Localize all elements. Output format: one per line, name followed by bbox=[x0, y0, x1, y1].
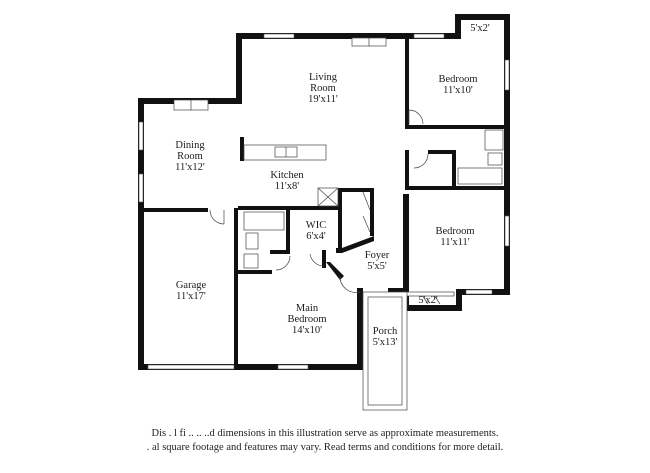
wic-name: WIC bbox=[306, 220, 326, 231]
bedroom-2-dimensions: 11'x11' bbox=[440, 237, 469, 248]
fixtures bbox=[243, 129, 504, 297]
dining-room-sub: Room bbox=[177, 151, 203, 162]
closet-2-dimensions: 5'x2' bbox=[418, 295, 438, 306]
garage-dimensions: 11'x17' bbox=[176, 291, 206, 302]
doors bbox=[173, 37, 441, 305]
windows bbox=[138, 33, 510, 370]
living-room-dimensions: 19'x11' bbox=[308, 94, 338, 105]
living-room-sub: Room bbox=[310, 83, 336, 94]
porch-name: Porch bbox=[373, 326, 398, 337]
bedroom-1-dimensions: 11'x10' bbox=[443, 85, 473, 96]
bedroom-1-name: Bedroom bbox=[438, 74, 477, 85]
interior-walls bbox=[140, 33, 508, 368]
garage-name: Garage bbox=[176, 280, 207, 291]
porch bbox=[362, 291, 408, 411]
disclaimer-line-1: Dis . l fi .. .. ..d dimensions in this … bbox=[151, 428, 499, 439]
living-room-name: Living bbox=[309, 72, 338, 83]
room-labels: Living Room 19'x11' Bedroom 11'x10' 5'x2… bbox=[175, 23, 490, 348]
main-bedroom-sub: Bedroom bbox=[287, 314, 326, 325]
kitchen-dimensions: 11'x8' bbox=[275, 181, 300, 192]
dining-room-dimensions: 11'x12' bbox=[175, 162, 205, 173]
main-bedroom-dimensions: 14'x10' bbox=[292, 325, 322, 336]
main-bedroom-name: Main bbox=[296, 303, 319, 314]
disclaimer-line-2: . al square footage and features may var… bbox=[146, 442, 504, 453]
dining-room-name: Dining bbox=[175, 140, 205, 151]
kitchen-name: Kitchen bbox=[270, 170, 304, 181]
foyer-dimensions: 5'x5' bbox=[367, 261, 387, 272]
porch-dimensions: 5'x13' bbox=[373, 337, 398, 348]
closet-1-dimensions: 5'x2' bbox=[470, 23, 490, 34]
bedroom-2-name: Bedroom bbox=[435, 226, 474, 237]
foyer-name: Foyer bbox=[365, 250, 390, 261]
wic-dimensions: 6'x4' bbox=[306, 231, 326, 242]
